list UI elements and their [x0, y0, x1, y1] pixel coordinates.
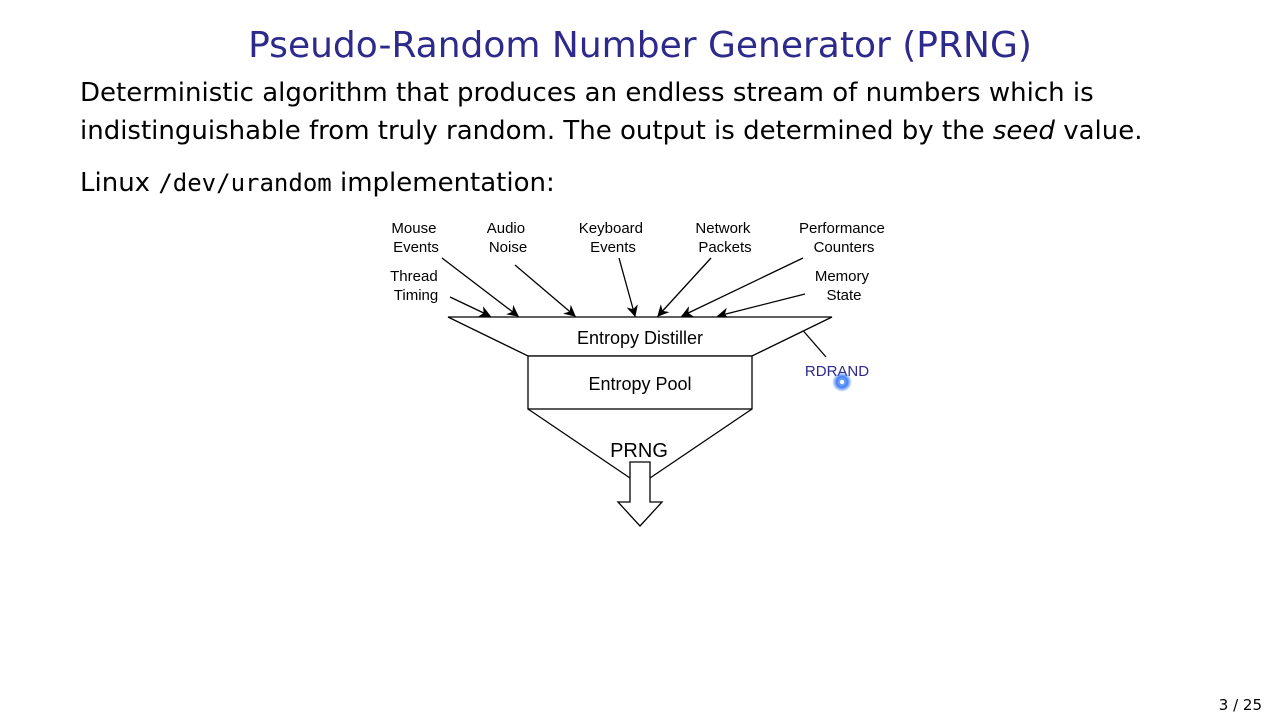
page-number: 3 / 25 [1218, 696, 1262, 714]
source-thread-line-1: Thread [390, 268, 438, 285]
arrow-keyboard [618, 257, 638, 318]
source-thread-line-2: Timing [394, 287, 438, 304]
cursor-dot [840, 380, 844, 384]
source-keyboard-line-1: Keyboard [579, 220, 643, 237]
source-memory-line-2: State [826, 287, 861, 304]
description-line-2: indistinguishable from truly random. The… [80, 112, 1142, 150]
seed-emphasis: seed [992, 116, 1055, 146]
prng-label: PRNG [610, 440, 668, 462]
source-mouse-events: Mouse Events [391, 220, 440, 256]
entropy-pool-box [527, 355, 753, 410]
source-mouse-line-2: Events [393, 239, 439, 256]
entropy-distiller-label: Entropy Distiller [577, 328, 703, 348]
implementation-label: implementation: [331, 168, 555, 198]
source-audio-line-2: Noise [489, 239, 527, 256]
source-audio-noise: Audio Noise [487, 220, 530, 256]
source-memory-state: Memory State [815, 268, 873, 304]
output-arrow [616, 461, 664, 527]
arrow-memory [716, 293, 806, 320]
source-mouse-line-1: Mouse [391, 220, 436, 237]
description-line-2-end: value. [1054, 116, 1143, 146]
arrow-thread [449, 296, 492, 317]
source-network-line-2: Packets [698, 239, 751, 256]
prng-funnel-shape [527, 408, 631, 479]
source-keyboard-line-2: Events [590, 239, 636, 256]
description-line-1: Deterministic algorithm that produces an… [80, 78, 1094, 108]
urandom-path-code: /dev/urandom [158, 169, 332, 197]
arrow-audio [514, 264, 576, 317]
source-network-packets: Network Packets [695, 220, 754, 256]
arrow-network [657, 257, 712, 317]
rdrand-label: RDRAND [805, 363, 869, 380]
arrow-mouse [441, 257, 519, 317]
source-performance-line-1: Performance [799, 220, 885, 237]
source-performance-counters: Performance Counters [799, 220, 889, 256]
linux-label: Linux [80, 168, 159, 198]
source-keyboard-events: Keyboard Events [579, 220, 647, 256]
entropy-pool-label: Entropy Pool [588, 374, 691, 394]
description-line-2-start: indistinguishable from truly random. The… [80, 116, 993, 146]
prng-funnel-shape-right [649, 408, 753, 479]
source-network-line-1: Network [695, 220, 751, 237]
slide-title: Pseudo-Random Number Generator (PRNG) [248, 25, 1032, 66]
arrow-performance [680, 257, 804, 317]
source-memory-line-1: Memory [815, 268, 870, 285]
description-paragraph: Deterministic algorithm that produces an… [80, 74, 1142, 150]
source-audio-line-1: Audio [487, 220, 525, 237]
source-thread-timing: Thread Timing [390, 268, 442, 304]
source-performance-line-2: Counters [814, 239, 875, 256]
linux-implementation-line: Linux /dev/urandom implementation: [80, 164, 555, 202]
